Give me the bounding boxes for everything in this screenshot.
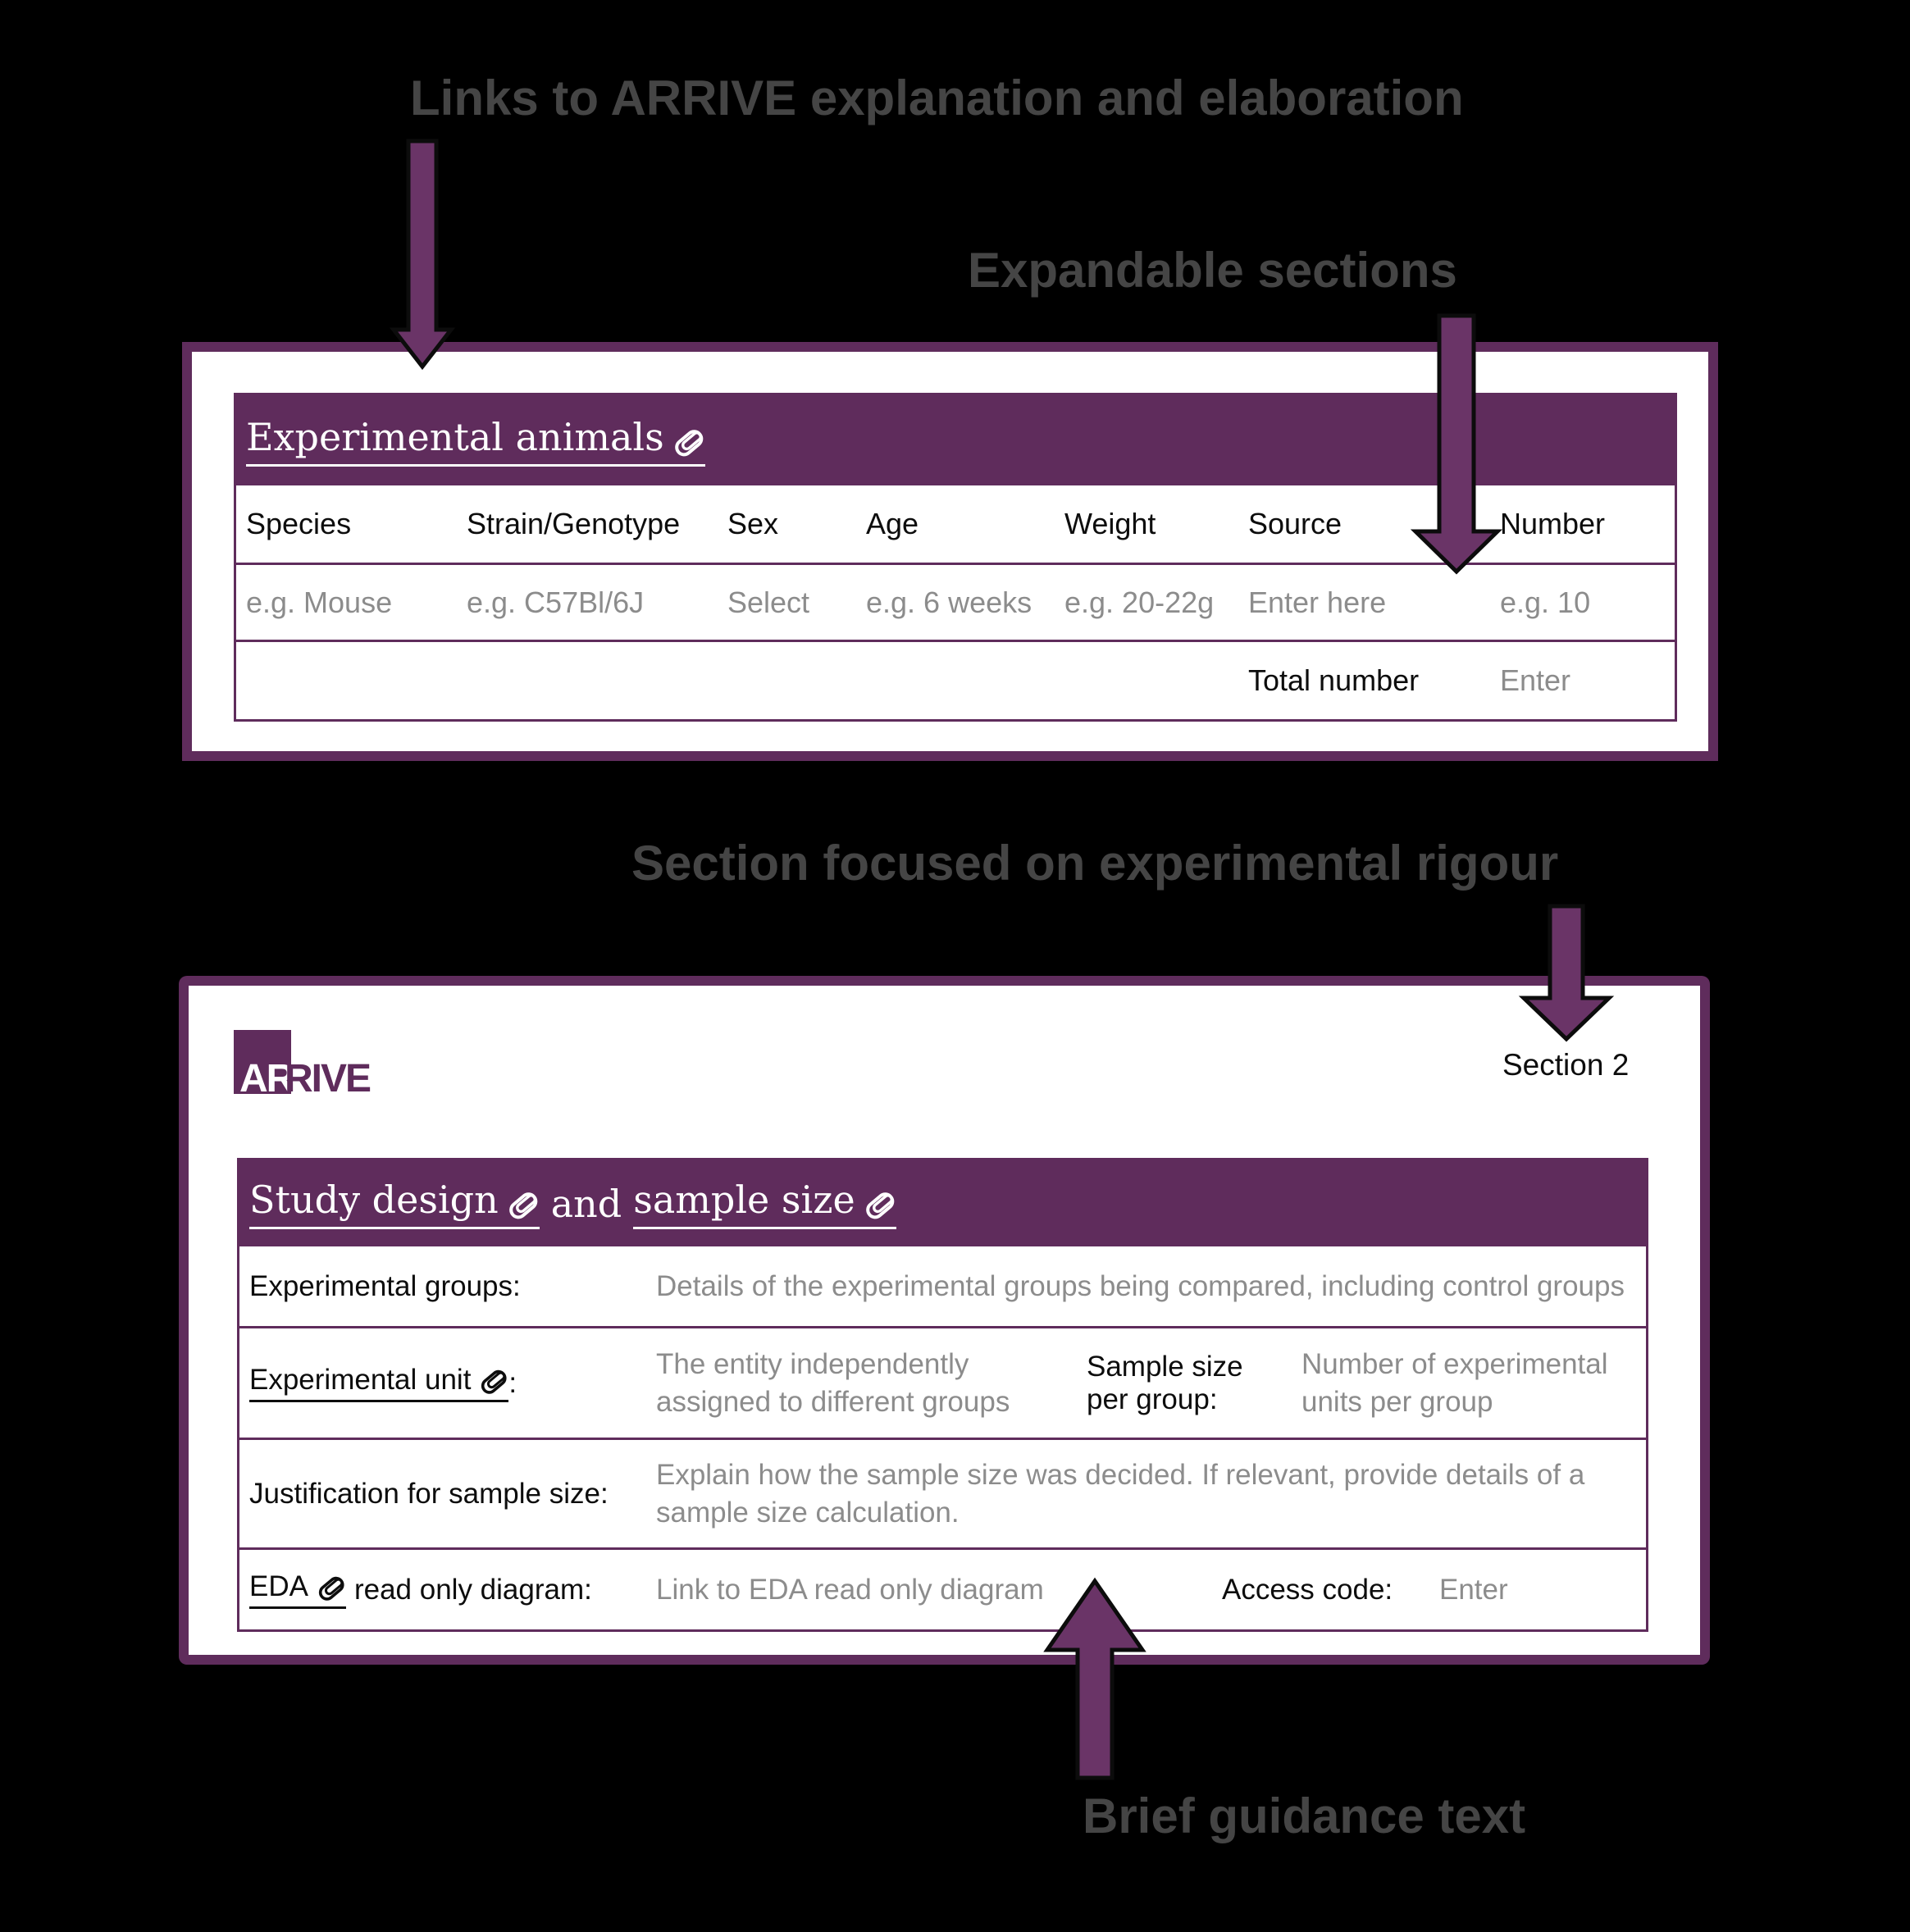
- experimental-animals-panel: Experimental animals Species Strain/Geno…: [182, 342, 1718, 761]
- experimental-unit-text: Experimental unit: [249, 1364, 472, 1396]
- column-header-age: Age: [866, 507, 919, 540]
- study-design-table: Study design and sample size: [237, 1158, 1648, 1632]
- total-number-input[interactable]: Enter: [1500, 663, 1571, 697]
- eda-label: EDA read only diagram:: [249, 1550, 592, 1629]
- sample-size-per-group-label: Sample size per group:: [1087, 1350, 1243, 1415]
- section-number-label: Section 2: [1502, 1048, 1630, 1082]
- column-header-strain: Strain/Genotype: [467, 507, 681, 540]
- source-input[interactable]: Enter here: [1248, 585, 1387, 619]
- arrow-down-links-icon: [389, 139, 456, 371]
- study-design-link[interactable]: Study design: [249, 1178, 540, 1229]
- experimental-groups-input[interactable]: Details of the experimental groups being…: [656, 1269, 1625, 1302]
- row-divider: [239, 1326, 1646, 1328]
- annotation-brief-guidance: Brief guidance text: [1083, 1788, 1526, 1843]
- experimental-animals-header-bar: Experimental animals: [236, 395, 1675, 485]
- study-design-header-bar: Study design and sample size: [239, 1160, 1646, 1246]
- annotation-links-to-arrive: Links to ARRIVE explanation and elaborat…: [410, 71, 1464, 125]
- access-code-input[interactable]: Enter: [1439, 1573, 1508, 1606]
- eda-label-rest: read only diagram:: [353, 1573, 592, 1606]
- column-header-weight: Weight: [1064, 507, 1156, 540]
- row-divider: [236, 640, 1675, 642]
- justification-label: Justification for sample size:: [249, 1477, 609, 1510]
- sample-size-per-group-input[interactable]: Number of experimental units per group: [1301, 1348, 1608, 1418]
- experimental-unit-link[interactable]: Experimental unit: [249, 1364, 509, 1402]
- paperclip-icon[interactable]: [479, 1367, 508, 1397]
- species-input[interactable]: e.g. Mouse: [246, 585, 393, 619]
- paperclip-icon[interactable]: [317, 1574, 346, 1603]
- weight-input[interactable]: e.g. 20-22g: [1064, 585, 1215, 619]
- number-input[interactable]: e.g. 10: [1500, 585, 1591, 619]
- annotation-experimental-rigour: Section focused on experimental rigour: [631, 836, 1559, 891]
- table-title: Experimental animals: [246, 414, 664, 459]
- title-and: and: [550, 1181, 622, 1226]
- paperclip-icon[interactable]: [672, 426, 705, 459]
- row-divider: [236, 563, 1675, 565]
- strain-input[interactable]: e.g. C57Bl/6J: [467, 585, 645, 619]
- age-input[interactable]: e.g. 6 weeks: [866, 585, 1032, 619]
- arrive-logo-ar: AR: [239, 1056, 294, 1100]
- eda-link-input[interactable]: Link to EDA read only diagram: [656, 1573, 1044, 1606]
- sex-select[interactable]: Select: [727, 585, 810, 619]
- experimental-unit-input[interactable]: The entity independently assigned to dif…: [656, 1348, 1010, 1418]
- experimental-animals-link[interactable]: Experimental animals: [246, 415, 705, 467]
- colon: :: [508, 1366, 517, 1399]
- justification-input[interactable]: Explain how the sample size was decided.…: [656, 1459, 1585, 1529]
- arrive-section2-panel: AR RIVE Section 2 Study design and sam: [179, 976, 1710, 1665]
- total-number-label: Total number: [1248, 663, 1420, 697]
- access-code-label: Access code:: [1222, 1573, 1393, 1606]
- column-header-number: Number: [1500, 507, 1606, 540]
- row-divider: [239, 1547, 1646, 1550]
- eda-link[interactable]: EDA: [249, 1570, 346, 1609]
- sample-size-title: sample size: [633, 1178, 855, 1222]
- paperclip-icon[interactable]: [864, 1189, 896, 1222]
- arrive-logo-rive: RIVE: [285, 1056, 372, 1100]
- study-design-title: Study design: [249, 1178, 499, 1222]
- arrive-logo: AR RIVE: [234, 1030, 422, 1100]
- column-header-source: Source: [1248, 507, 1342, 540]
- column-header-species: Species: [246, 507, 352, 540]
- experimental-animals-table: Experimental animals Species Strain/Geno…: [234, 393, 1677, 722]
- annotation-expandable-sections: Expandable sections: [968, 243, 1457, 298]
- column-header-sex: Sex: [727, 507, 779, 540]
- sample-size-link[interactable]: sample size: [633, 1178, 896, 1229]
- experimental-groups-label: Experimental groups:: [249, 1269, 521, 1302]
- arrive-logo-box: [234, 1030, 291, 1094]
- eda-text: EDA: [249, 1570, 308, 1602]
- experimental-unit-label: Experimental unit :: [249, 1328, 517, 1438]
- row-divider: [239, 1438, 1646, 1440]
- paperclip-icon[interactable]: [507, 1189, 540, 1222]
